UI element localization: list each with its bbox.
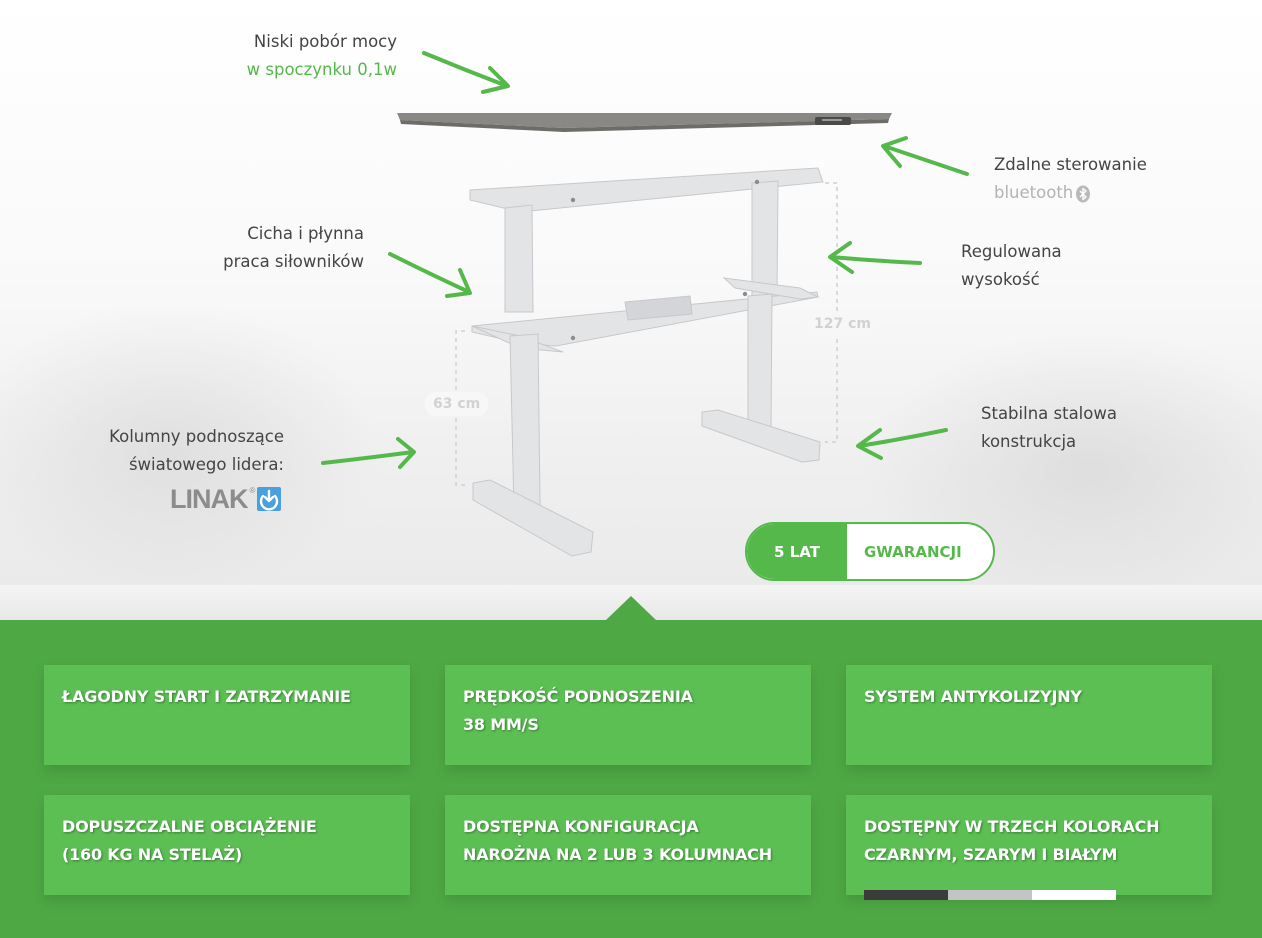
feature-card-lift-speed: PRĘDKOŚĆ PODNOSZENIA 38 MM/S	[445, 665, 811, 765]
feature-card-load-capacity: DOPUSZCZALNE OBCIĄŻENIE (160 KG NA STELA…	[44, 795, 410, 895]
linak-power-icon	[257, 487, 282, 511]
dimension-max-height: 127 cm	[806, 312, 879, 336]
label-power-line2: w spoczynku 0,1w	[246, 60, 397, 79]
background-blur-left	[0, 300, 380, 600]
feature-card-title: DOSTĘPNA KONFIGURACJA NAROŻNA NA 2 LUB 3…	[463, 817, 772, 864]
color-swatch-white	[1032, 890, 1116, 900]
warranty-years: 5 LAT	[747, 524, 847, 579]
label-power-line1: Niski pobór mocy	[253, 32, 397, 51]
label-remote-bluetooth: bluetooth	[994, 183, 1074, 202]
label-height-line2: wysokość	[961, 270, 1040, 289]
desk-frame	[469, 167, 824, 557]
warranty-badge: 5 LAT GWARANCJI	[745, 522, 995, 581]
label-quiet-line2: praca siłowników	[223, 252, 364, 271]
bluetooth-icon	[1076, 185, 1091, 202]
label-columns-line1: Kolumny podnoszące	[109, 427, 284, 446]
label-remote: Zdalne sterowanie bluetooth	[994, 151, 1147, 207]
label-remote-line1: Zdalne sterowanie	[994, 155, 1147, 174]
linak-logo-text: LINAK	[170, 484, 248, 514]
color-swatches	[864, 890, 1116, 900]
feature-card-title: PRĘDKOŚĆ PODNOSZENIA 38 MM/S	[463, 687, 693, 734]
label-steel-line2: konstrukcja	[981, 432, 1077, 451]
feature-card-corner-config: DOSTĘPNA KONFIGURACJA NAROŻNA NA 2 LUB 3…	[445, 795, 811, 895]
feature-card-anti-collision: SYSTEM ANTYKOLIZYJNY	[846, 665, 1212, 765]
color-swatch-black	[864, 890, 948, 900]
feature-card-colors: DOSTĘPNY W TRZECH KOLORACH CZARNYM, SZAR…	[846, 795, 1212, 900]
color-swatch-gray	[948, 890, 1032, 900]
feature-card-title: ŁAGODNY START I ZATRZYMANIE	[62, 687, 351, 706]
label-remote-line2: bluetooth	[994, 179, 1147, 207]
feature-card-title: SYSTEM ANTYKOLIZYJNY	[864, 687, 1082, 706]
hero-section: Niski pobór mocy w spoczynku 0,1w Zdalne…	[0, 0, 1262, 620]
feature-card-soft-start: ŁAGODNY START I ZATRZYMANIE	[44, 665, 410, 765]
feature-card-title: DOSTĘPNY W TRZECH KOLORACH CZARNYM, SZAR…	[864, 817, 1160, 864]
label-height: Regulowana wysokość	[961, 238, 1062, 294]
label-columns: Kolumny podnoszące światowego lidera:	[109, 423, 284, 479]
label-columns-line2: światowego lidera:	[128, 455, 284, 474]
label-quiet: Cicha i płynna praca siłowników	[223, 220, 364, 276]
label-height-line1: Regulowana	[961, 242, 1062, 261]
linak-logo: LINAK ®	[170, 484, 282, 514]
label-steel: Stabilna stalowa konstrukcja	[981, 400, 1117, 456]
label-steel-line1: Stabilna stalowa	[981, 404, 1117, 423]
warranty-label: GWARANCJI	[864, 542, 962, 561]
linak-logo-reg: ®	[249, 486, 256, 495]
label-quiet-line1: Cicha i płynna	[247, 224, 364, 243]
desktop-top	[397, 113, 892, 132]
desk-illustration	[321, 51, 969, 557]
features-section: ŁAGODNY START I ZATRZYMANIE PRĘDKOŚĆ POD…	[0, 620, 1262, 938]
dimension-min-height: 63 cm	[425, 392, 489, 416]
section-pointer-arrow	[606, 596, 656, 620]
feature-card-title: DOPUSZCZALNE OBCIĄŻENIE (160 KG NA STELA…	[62, 817, 317, 864]
label-power: Niski pobór mocy w spoczynku 0,1w	[247, 28, 397, 84]
annotation-arrows	[321, 51, 969, 469]
